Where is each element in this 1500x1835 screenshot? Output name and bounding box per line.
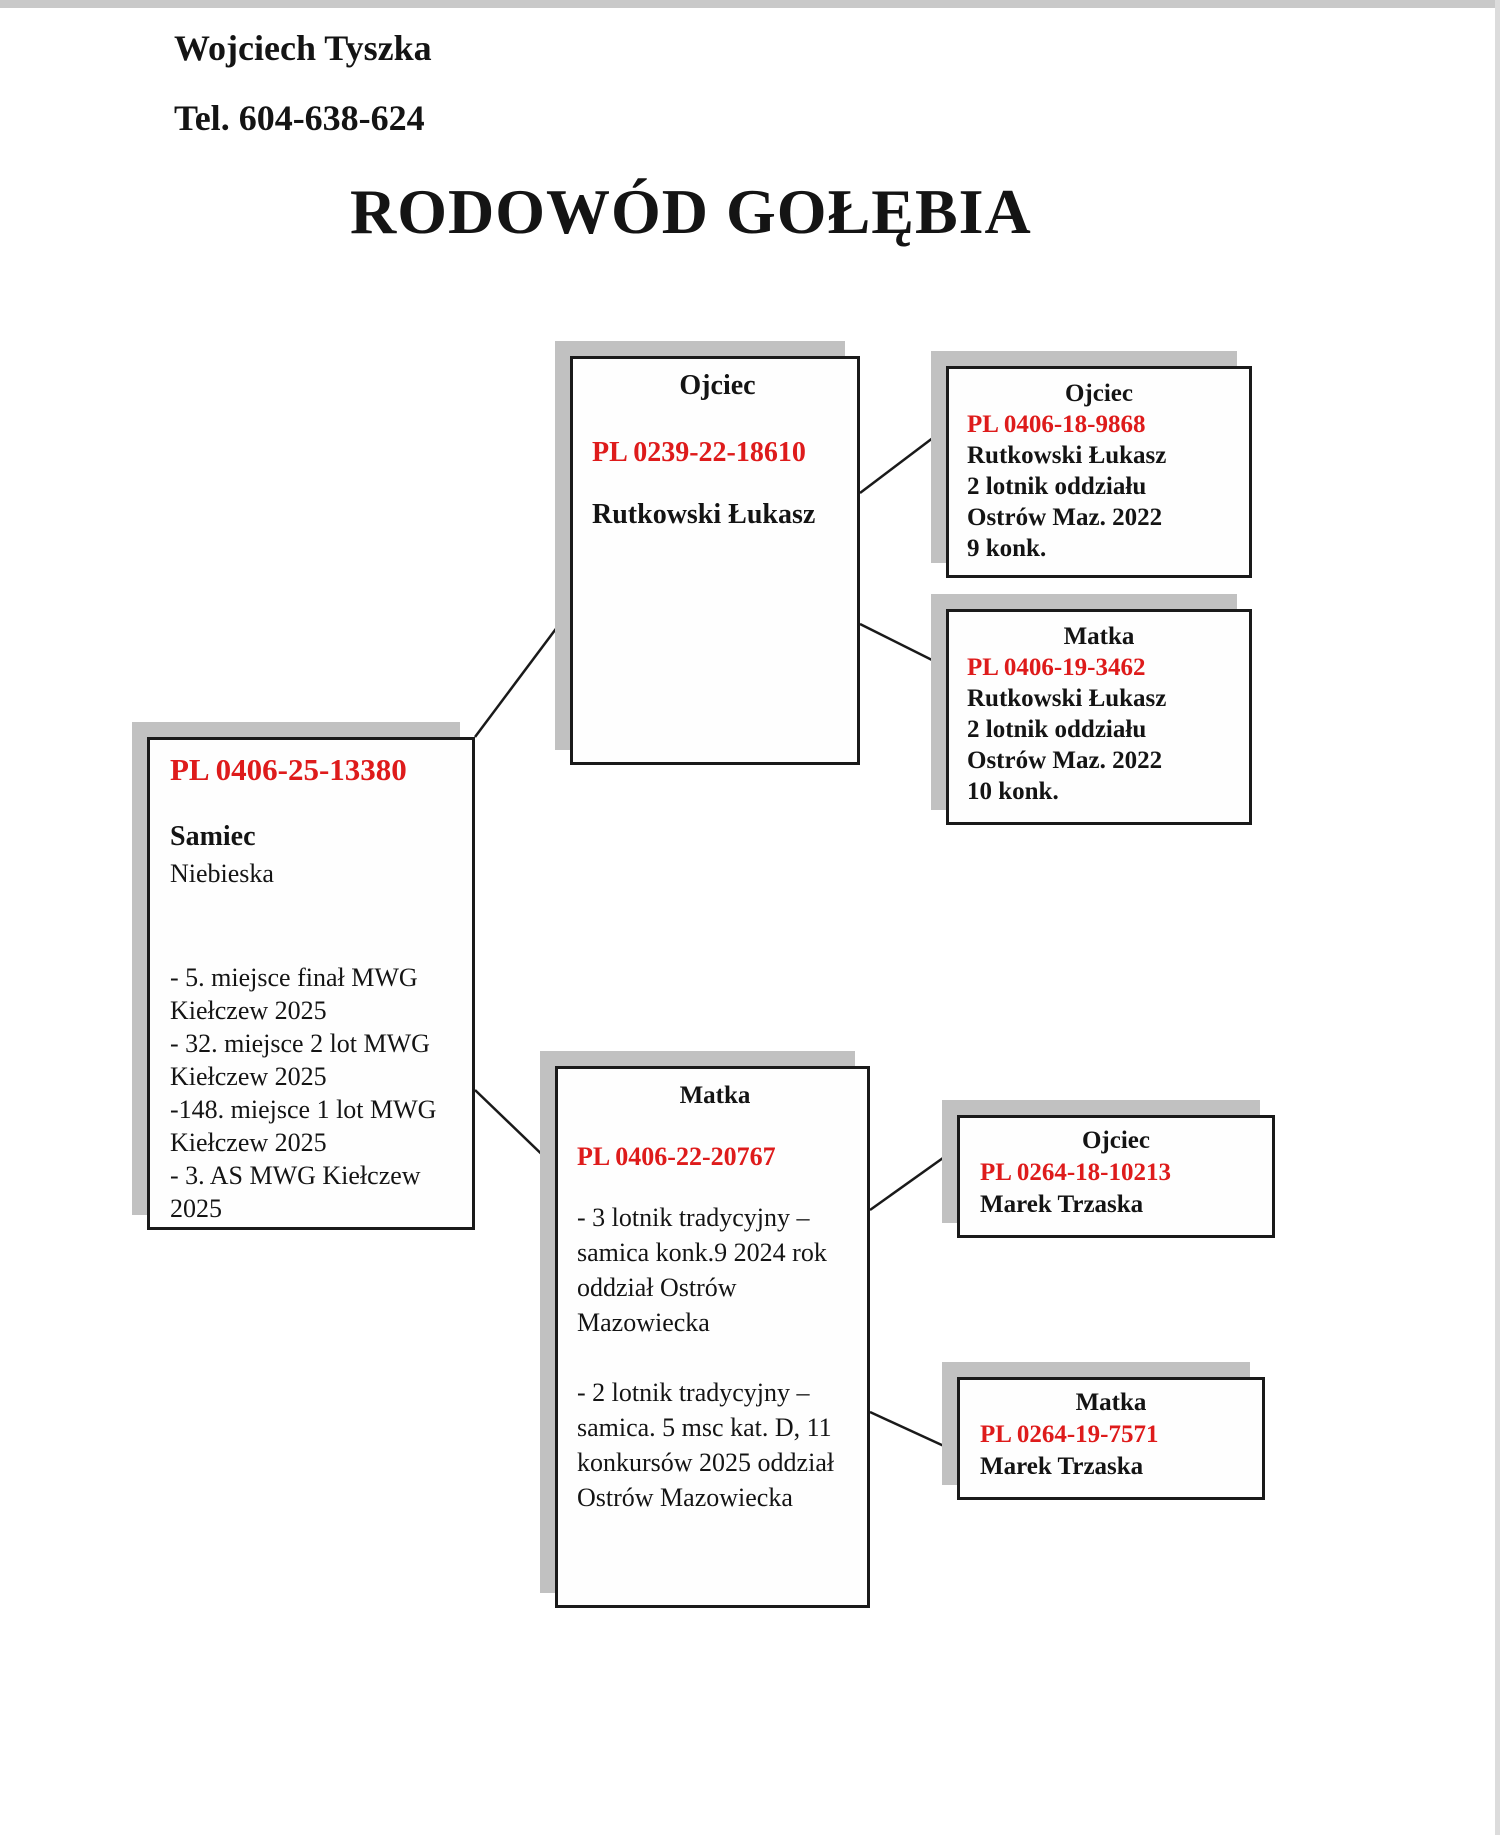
text-line: Mazowiecka [577, 1308, 710, 1337]
mother-label: Matka [679, 1082, 751, 1109]
line-father-to-grandfather [859, 427, 947, 494]
page-scan-edge-top [0, 0, 1500, 8]
text-line: Marek Trzaska [980, 1191, 1144, 1218]
maternal-grandmother-box: Matka PL 0264-19-7571 Marek Trzaska [957, 1377, 1265, 1500]
text-line: 2025 [170, 1194, 222, 1223]
document-title: RODOWÓD GOŁĘBIA [350, 176, 1032, 247]
father-breeder-name: Rutkowski Łukasz [592, 499, 816, 530]
text-line: Ostrów Maz. 2022 [967, 747, 1163, 774]
text-line: Kiełczew 2025 [170, 1062, 327, 1091]
text-line: Ostrów Mazowiecka [577, 1483, 793, 1512]
maternal-grandfather-box: Ojciec PL 0264-18-10213 Marek Trzaska [957, 1115, 1275, 1238]
text-line: Rutkowski Łukasz [967, 685, 1167, 712]
father-label: Ojciec [679, 370, 756, 401]
mother-ring-number: PL 0406-22-20767 [577, 1142, 776, 1171]
text-line: Ostrów Maz. 2022 [967, 504, 1163, 531]
paternal-grandfather-label: Ojciec [1064, 380, 1133, 407]
page-scan-edge-right [1495, 0, 1500, 1835]
mother-results-list: - 3 lotnik tradycyjny – samica konk.9 202… [577, 1200, 853, 1515]
line-subject-to-father [473, 609, 572, 738]
subject-sex: Samiec [170, 821, 256, 852]
text-line: Kiełczew 2025 [170, 1128, 327, 1157]
text-line: 9 konk. [967, 535, 1047, 562]
paternal-grandfather-box: Ojciec PL 0406-18-9868 Rutkowski Łukasz 2… [946, 366, 1252, 578]
breeder-name: Wojciech Tyszka [174, 28, 432, 68]
maternal-grandmother-details: Marek Trzaska [980, 1451, 1242, 1483]
father-ring-number: PL 0239-22-18610 [592, 437, 806, 468]
maternal-grandmother-label: Matka [1075, 1389, 1147, 1416]
text-line [577, 1340, 853, 1375]
text-line: Kiełczew 2025 [170, 996, 327, 1025]
text-line: 2 lotnik oddziału [967, 473, 1147, 500]
text-line: - 2 lotnik tradycyjny – [577, 1378, 810, 1407]
paternal-grandmother-ring-number: PL 0406-19-3462 [967, 654, 1146, 681]
text-line: Marek Trzaska [980, 1453, 1144, 1480]
text-line: 10 konk. [967, 778, 1059, 805]
text-line: - 3. AS MWG Kiełczew [170, 1161, 421, 1190]
text-line: - 32. miejsce 2 lot MWG [170, 1029, 430, 1058]
text-line: -148. miejsce 1 lot MWG [170, 1095, 437, 1124]
text-line: - 5. miejsce finał MWG [170, 963, 418, 992]
subject-ring-number: PL 0406-25-13380 [170, 752, 407, 787]
maternal-grandfather-label: Ojciec [1081, 1127, 1150, 1154]
line-mother-to-grandmother [869, 1410, 958, 1454]
text-line: - 3 lotnik tradycyjny – [577, 1203, 810, 1232]
paternal-grandmother-box: Matka PL 0406-19-3462 Rutkowski Łukasz 2 … [946, 609, 1252, 825]
text-line: 2 lotnik oddziału [967, 716, 1147, 743]
breeder-phone: Tel. 604-638-624 [174, 98, 425, 138]
father-box: Ojciec PL 0239-22-18610 Rutkowski Łukasz [570, 356, 860, 765]
maternal-grandmother-ring-number: PL 0264-19-7571 [980, 1421, 1159, 1448]
text-line: konkursów 2025 oddział [577, 1448, 835, 1477]
text-line: samica konk.9 2024 rok [577, 1238, 827, 1267]
subject-results-list: - 5. miejsce finał MWG Kiełczew 2025 - 32.… [170, 961, 458, 1225]
maternal-grandfather-ring-number: PL 0264-18-10213 [980, 1159, 1171, 1186]
line-subject-to-mother [474, 1089, 556, 1168]
text-line: oddział Ostrów [577, 1273, 737, 1302]
subject-color: Niebieska [170, 859, 274, 888]
paternal-grandfather-ring-number: PL 0406-18-9868 [967, 411, 1146, 438]
line-mother-to-grandfather [869, 1146, 958, 1212]
text-line: samica. 5 msc kat. D, 11 [577, 1413, 832, 1442]
mother-box: Matka PL 0406-22-20767 - 3 lotnik tradyc… [555, 1066, 870, 1608]
maternal-grandfather-details: Marek Trzaska [980, 1189, 1252, 1221]
text-line: Rutkowski Łukasz [967, 442, 1167, 469]
paternal-grandmother-label: Matka [1063, 623, 1135, 650]
subject-pigeon-box: PL 0406-25-13380 Samiec Niebieska - 5. m… [147, 737, 475, 1230]
line-father-to-grandmother [859, 622, 947, 669]
